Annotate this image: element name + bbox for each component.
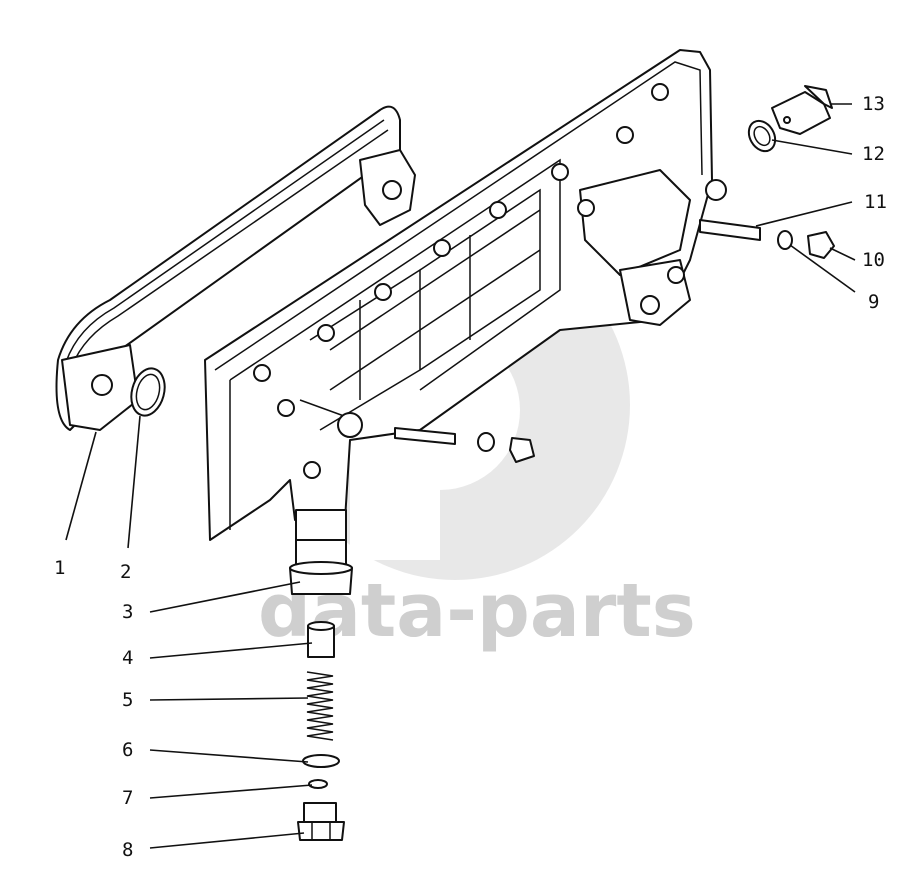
callout-6: 6 [122, 739, 133, 761]
washer-part [302, 754, 340, 768]
callout-5: 5 [122, 689, 133, 711]
callout-3: 3 [122, 601, 133, 623]
callout-4: 4 [122, 647, 133, 669]
callout-11: 11 [864, 191, 887, 213]
gasket-ring-part [130, 367, 166, 417]
sensor-plug-part [771, 85, 833, 135]
callout-9: 9 [868, 291, 879, 313]
spring-washer-part [777, 230, 793, 250]
stud-assembly-middle [394, 427, 535, 463]
callout-1: 1 [54, 557, 65, 579]
stud-part [699, 219, 761, 241]
callout-10: 10 [862, 249, 885, 271]
hex-nut-part [807, 231, 835, 259]
plug-nut-part [297, 802, 345, 841]
callout-2: 2 [120, 561, 131, 583]
leader-lines [65, 103, 856, 849]
seal-ring-part [308, 779, 328, 789]
cooler-core [55, 105, 416, 431]
callout-8: 8 [122, 839, 133, 861]
spring-part [306, 671, 334, 741]
callout-7: 7 [122, 787, 133, 809]
piston-part [307, 621, 335, 658]
cooler-housing [204, 49, 727, 566]
callout-12: 12 [862, 143, 885, 165]
callout-13: 13 [862, 93, 885, 115]
sealing-washer-part [747, 119, 777, 153]
